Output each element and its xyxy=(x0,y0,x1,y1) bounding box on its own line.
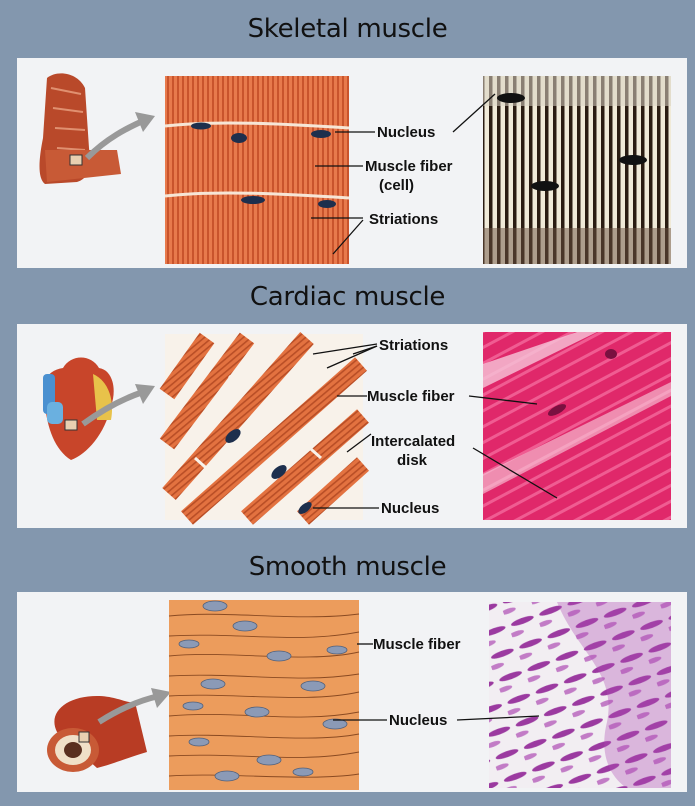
skeletal-panel: Nucleus Muscle fiber (cell) Striations xyxy=(17,58,687,268)
label-muscle-fiber: Muscle fiber xyxy=(373,636,461,653)
smooth-panel: Muscle fiber Nucleus xyxy=(17,592,687,792)
label-nucleus: Nucleus xyxy=(389,712,447,729)
smooth-title: Smooth muscle xyxy=(0,552,695,582)
label-nucleus: Nucleus xyxy=(377,124,435,141)
label-disk: disk xyxy=(397,452,428,469)
label-cell: (cell) xyxy=(379,177,414,194)
cardiac-fiber-drawing xyxy=(165,334,363,520)
smooth-fiber-drawing xyxy=(169,600,359,790)
label-muscle-fiber: Muscle fiber xyxy=(365,158,453,175)
skeletal-title: Skeletal muscle xyxy=(0,14,695,44)
cardiac-title: Cardiac muscle xyxy=(0,282,695,312)
cardiac-micrograph xyxy=(483,332,671,520)
smooth-micrograph xyxy=(489,602,671,788)
label-striations: Striations xyxy=(369,211,438,228)
skeletal-fiber-drawing xyxy=(165,76,349,264)
label-muscle-fiber: Muscle fiber xyxy=(367,388,455,405)
label-striations: Striations xyxy=(379,337,448,354)
cardiac-panel: Striations Muscle fiber Intercalated dis… xyxy=(17,324,687,528)
arm-icon xyxy=(40,73,122,184)
skeletal-micrograph xyxy=(483,76,671,264)
label-nucleus: Nucleus xyxy=(381,500,439,517)
label-intercalated: Intercalated xyxy=(371,433,455,450)
